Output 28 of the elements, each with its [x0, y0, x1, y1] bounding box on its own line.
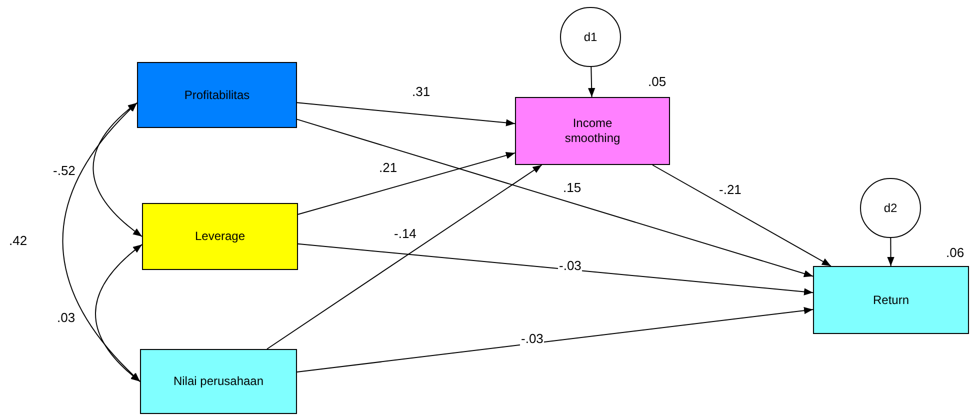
node-label: Income smoothing — [564, 116, 622, 146]
curved-double-arrow — [95, 244, 142, 382]
arrow — [652, 164, 832, 266]
r-squared-value: .05 — [648, 74, 666, 90]
variable-box — [142, 203, 298, 270]
edge-label: -.03 — [558, 258, 582, 274]
arrow — [298, 152, 516, 215]
arrow — [296, 306, 814, 372]
variable-box — [137, 62, 297, 128]
node-label: Profitabilitas — [184, 88, 250, 102]
r-squared-value: .06 — [946, 245, 964, 261]
arrow — [298, 243, 814, 296]
edge-label: -.03 — [520, 331, 544, 347]
arrow — [887, 238, 894, 266]
variable-box — [515, 97, 670, 165]
node-label: Leverage — [194, 229, 246, 244]
node-label: Return — [872, 292, 910, 308]
curved-double-arrow — [92, 102, 142, 237]
arrow — [296, 118, 814, 278]
arrow — [296, 102, 516, 126]
arrow — [588, 66, 596, 98]
curved-double-arrow — [62, 102, 140, 382]
variable-box — [813, 266, 969, 334]
node-label: d2 — [884, 200, 898, 216]
node-label: Nilai perusahaan — [173, 374, 264, 389]
node-label: d1 — [584, 30, 598, 44]
variable-box — [140, 349, 297, 414]
arrow — [266, 164, 542, 350]
